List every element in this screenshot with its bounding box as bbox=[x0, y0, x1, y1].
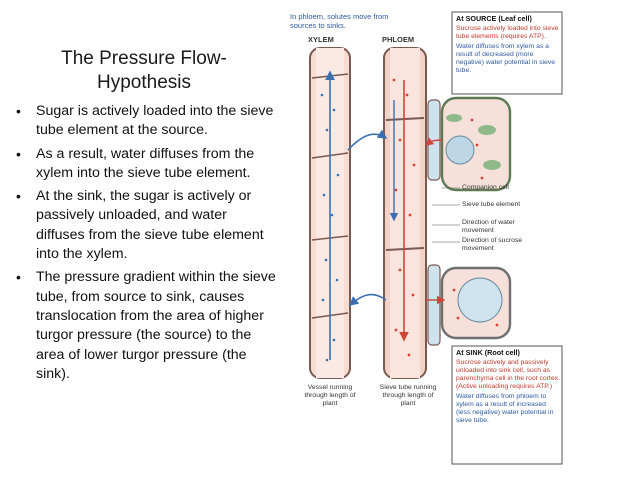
sieve-caption: Sieve tube running through length of pla… bbox=[379, 384, 437, 407]
leaf-cell bbox=[440, 96, 512, 192]
xylem-vessel bbox=[309, 47, 351, 379]
phloem-sieve-tube bbox=[383, 47, 427, 379]
source-box-item: Sucrose actively loaded into sieve tube … bbox=[456, 25, 559, 40]
sink-box-item: Sucrose actively and passively unloaded … bbox=[456, 359, 560, 390]
root-cell bbox=[440, 266, 512, 340]
source-box-item: Water diffuses from xylem as a result of… bbox=[456, 43, 555, 74]
figure-header: In phloem, solutes move from sources to … bbox=[290, 12, 389, 30]
callout-sieve: Sieve tube element bbox=[462, 201, 521, 208]
figure-graphic bbox=[309, 11, 563, 465]
xylem-label: XYLEM bbox=[308, 35, 334, 44]
bullet-item: As a result, water diffuses from the xyl… bbox=[14, 145, 276, 184]
phloem-label: PHLOEM bbox=[382, 35, 415, 44]
sink-box-item: Water diffuses from phloem to xylem as a… bbox=[456, 393, 554, 424]
callout-companion: Companion cell bbox=[462, 184, 509, 191]
bullet-list: Sugar is actively loaded into the sieve … bbox=[14, 102, 276, 388]
callout-sucrose-direction: Direction of sucrose movement bbox=[462, 237, 523, 252]
sink-box: At SINK (Root cell) Sucrose actively and… bbox=[456, 349, 560, 425]
title-text: The Pressure Flow-Hypothesis bbox=[61, 48, 227, 93]
callout-water-direction: Direction of water movement bbox=[462, 219, 515, 234]
source-box-title: At SOURCE (Leaf cell) bbox=[456, 14, 532, 23]
vessel-caption: Vessel running through length of plant bbox=[304, 384, 356, 407]
slide-title: The Pressure Flow-Hypothesis bbox=[18, 47, 270, 95]
bullet-item: At the sink, the sugar is actively or pa… bbox=[14, 187, 276, 264]
pressure-flow-figure: In phloem, solutes move from sources to … bbox=[282, 0, 638, 479]
bullet-item: Sugar is actively loaded into the sieve … bbox=[14, 102, 276, 141]
source-box: At SOURCE (Leaf cell) Sucrose actively l… bbox=[456, 15, 560, 75]
bullet-item: The pressure gradient within the sieve t… bbox=[14, 268, 276, 384]
sink-box-title: At SINK (Root cell) bbox=[456, 348, 520, 357]
